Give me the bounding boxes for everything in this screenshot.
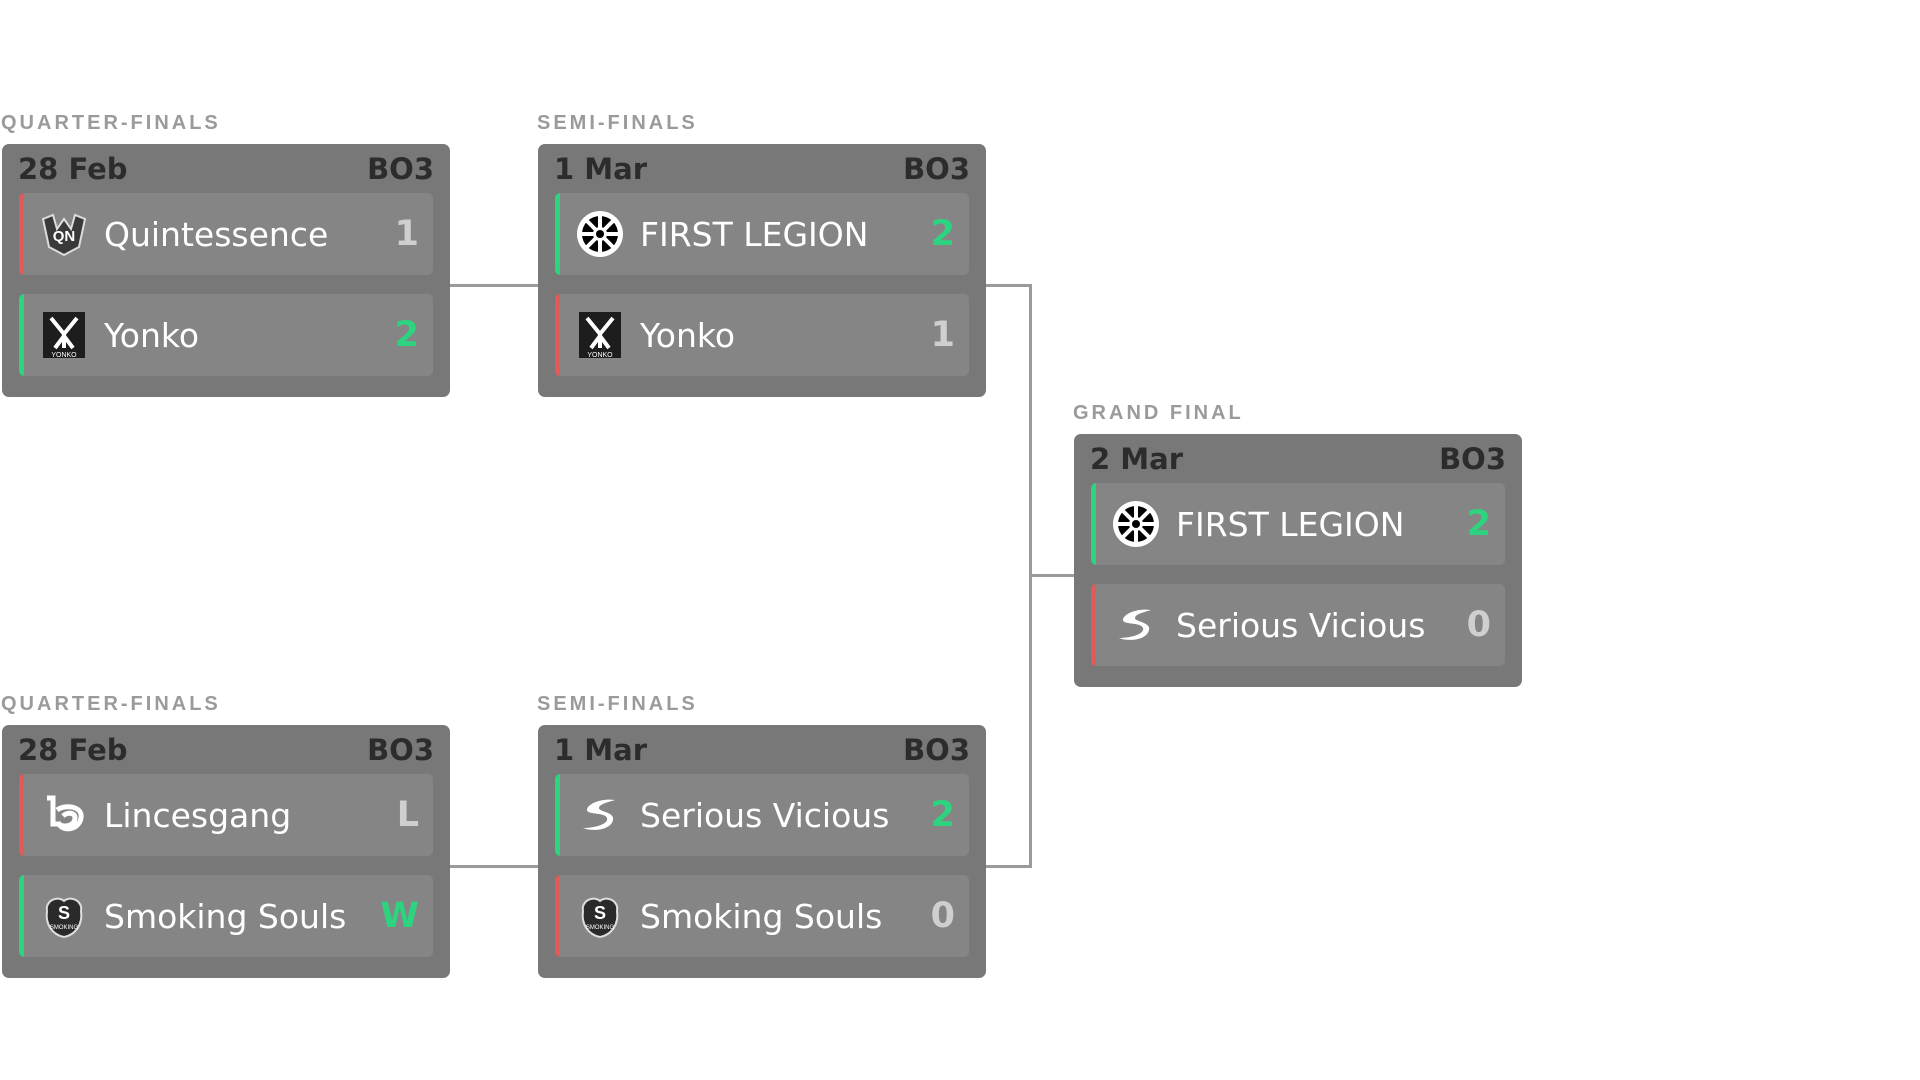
match-date: 28 Feb — [18, 152, 128, 186]
first-legion-logo — [1110, 498, 1162, 550]
match-header: 2 Mar BO3 — [1090, 442, 1506, 476]
lincesgang-logo — [38, 789, 90, 841]
svg-text:YONKO: YONKO — [587, 352, 613, 359]
bracket-connector — [450, 284, 538, 287]
stage-label-grand-final: GRAND FINAL — [1073, 402, 1244, 424]
team-row[interactable]: Lincesgang L — [19, 774, 433, 856]
match-card-quarter-final-2[interactable]: 28 Feb BO3 Lincesgang L S SMOKING Smoking… — [2, 725, 450, 978]
match-format: BO3 — [367, 152, 434, 186]
svg-text:S: S — [594, 903, 606, 923]
team-name: Serious Vicious — [1176, 605, 1426, 645]
team-score: 0 — [1466, 605, 1491, 645]
team-row[interactable]: YONKO Yonko 1 — [555, 294, 969, 376]
team-row[interactable]: S SMOKING Smoking Souls 0 — [555, 875, 969, 957]
match-header: 1 Mar BO3 — [554, 152, 970, 186]
team-name: FIRST LEGION — [640, 214, 869, 254]
team-name: Smoking Souls — [640, 896, 883, 936]
match-card-semi-final-2[interactable]: 1 Mar BO3 Serious Vicious 2 S SMOKING Smo… — [538, 725, 986, 978]
team-name: Lincesgang — [104, 795, 292, 835]
match-format: BO3 — [1439, 442, 1506, 476]
stage-label-semi-finals: SEMI-FINALS — [537, 112, 698, 134]
smoking-souls-logo: S SMOKING — [38, 890, 90, 942]
bracket-connector — [450, 865, 538, 868]
team-row[interactable]: YONKO Yonko 2 — [19, 294, 433, 376]
match-date: 2 Mar — [1090, 442, 1184, 476]
team-row[interactable]: Serious Vicious 2 — [555, 774, 969, 856]
bracket-connector — [986, 865, 1031, 868]
team-name: Serious Vicious — [640, 795, 890, 835]
match-date: 1 Mar — [554, 733, 648, 767]
yonko-logo: YONKO — [38, 309, 90, 361]
team-score: 1 — [930, 315, 955, 355]
serious-vicious-logo — [574, 789, 626, 841]
team-name: FIRST LEGION — [1176, 504, 1405, 544]
match-header: 28 Feb BO3 — [18, 733, 434, 767]
team-row[interactable]: Serious Vicious 0 — [1091, 584, 1505, 666]
match-card-quarter-final-1[interactable]: 28 Feb BO3 QN Quintessence 1 YONKO Yonko… — [2, 144, 450, 397]
team-name: Yonko — [640, 315, 736, 355]
team-score: 2 — [930, 795, 955, 835]
bracket-connector — [1029, 574, 1074, 577]
team-row[interactable]: S SMOKING Smoking Souls W — [19, 875, 433, 957]
team-score: 1 — [394, 214, 419, 254]
stage-label-quarter-finals: QUARTER-FINALS — [1, 112, 221, 134]
match-format: BO3 — [367, 733, 434, 767]
first-legion-logo — [574, 208, 626, 260]
team-score: 2 — [930, 214, 955, 254]
match-header: 1 Mar BO3 — [554, 733, 970, 767]
match-date: 1 Mar — [554, 152, 648, 186]
team-score: 2 — [394, 315, 419, 355]
stage-label-semi-finals: SEMI-FINALS — [537, 693, 698, 715]
stage-label-quarter-finals: QUARTER-FINALS — [1, 693, 221, 715]
svg-text:SMOKING: SMOKING — [50, 925, 79, 931]
bracket-connector — [986, 284, 1031, 287]
serious-vicious-logo — [1110, 599, 1162, 651]
match-date: 28 Feb — [18, 733, 128, 767]
team-score: 2 — [1466, 504, 1491, 544]
match-header: 28 Feb BO3 — [18, 152, 434, 186]
svg-text:QN: QN — [53, 228, 76, 245]
team-score: W — [380, 896, 419, 936]
match-card-grand-final[interactable]: 2 Mar BO3 FIRST LEGION 2 Serious Vicious… — [1074, 434, 1522, 687]
smoking-souls-logo: S SMOKING — [574, 890, 626, 942]
match-card-semi-final-1[interactable]: 1 Mar BO3 FIRST LEGION 2 YONKO Yonko 1 — [538, 144, 986, 397]
team-row[interactable]: FIRST LEGION 2 — [555, 193, 969, 275]
team-score: 0 — [930, 896, 955, 936]
match-format: BO3 — [903, 733, 970, 767]
svg-text:YONKO: YONKO — [51, 352, 77, 359]
quintessence-logo: QN — [38, 208, 90, 260]
team-score: L — [396, 795, 419, 835]
svg-text:S: S — [58, 903, 70, 923]
team-name: Quintessence — [104, 214, 329, 254]
team-name: Smoking Souls — [104, 896, 347, 936]
yonko-logo: YONKO — [574, 309, 626, 361]
team-row[interactable]: FIRST LEGION 2 — [1091, 483, 1505, 565]
match-format: BO3 — [903, 152, 970, 186]
team-name: Yonko — [104, 315, 200, 355]
svg-text:SMOKING: SMOKING — [586, 925, 615, 931]
team-row[interactable]: QN Quintessence 1 — [19, 193, 433, 275]
